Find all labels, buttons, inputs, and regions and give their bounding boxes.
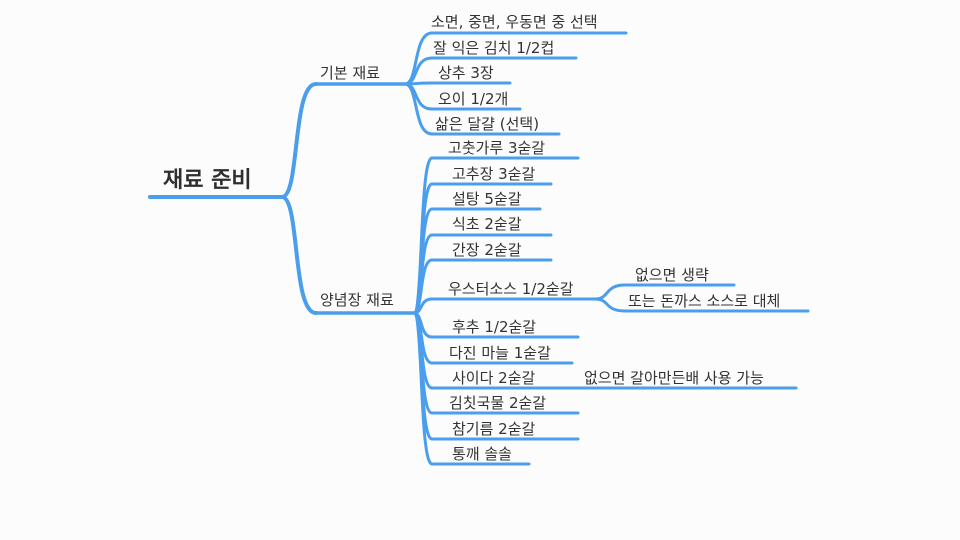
leaf-gochujang: 고추장 3숟갈 bbox=[452, 165, 536, 183]
subleaf-pear-juice: 없으면 갈아만든배 사용 가능 bbox=[584, 369, 764, 387]
leaf-soy-sauce: 간장 2숟갈 bbox=[452, 241, 522, 259]
leaf-cucumber: 오이 1/2개 bbox=[438, 90, 509, 108]
edge-worcester-1 bbox=[593, 297, 627, 313]
leaf-red-pepper-powder: 고춧가루 3숟갈 bbox=[448, 139, 546, 157]
leaf-cider: 사이다 2숟갈 bbox=[452, 369, 536, 387]
edge-basic-4 bbox=[403, 82, 434, 136]
edge-root-sauce bbox=[280, 195, 318, 315]
edge-root-basic bbox=[280, 82, 318, 199]
root-node-label: 재료 준비 bbox=[163, 168, 252, 193]
subleaf-tonkatsu: 또는 돈까스 소스로 대체 bbox=[628, 292, 781, 310]
leaf-noodles: 소면, 중면, 우동면 중 선택 bbox=[431, 13, 598, 31]
leaf-lettuce: 상추 3장 bbox=[438, 64, 494, 82]
leaf-pepper: 후추 1/2숟갈 bbox=[452, 318, 537, 336]
leaf-egg: 삶은 달걀 (선택) bbox=[435, 115, 540, 133]
edge-sauce-11 bbox=[412, 311, 434, 466]
leaf-sesame-oil: 참기름 2숟갈 bbox=[452, 420, 536, 438]
leaf-worcestershire: 우스터소스 1/2숟갈 bbox=[448, 280, 574, 298]
subleaf-omit: 없으면 생략 bbox=[635, 266, 709, 284]
branch-label-basic: 기본 재료 bbox=[320, 64, 380, 82]
leaf-sugar: 설탕 5숟갈 bbox=[452, 190, 522, 208]
leaf-kimchi-juice: 김칫국물 2숟갈 bbox=[449, 394, 547, 412]
leaf-vinegar: 식초 2숟갈 bbox=[452, 215, 522, 233]
branch-label-sauce: 양념장 재료 bbox=[320, 291, 394, 309]
leaf-kimchi: 잘 익은 김치 1/2컵 bbox=[433, 39, 555, 57]
edge-worcester-0 bbox=[593, 283, 627, 301]
leaf-garlic: 다진 마늘 1숟갈 bbox=[449, 344, 551, 362]
connector-lines bbox=[148, 31, 810, 466]
leaf-sesame-seeds: 통깨 솔솔 bbox=[452, 445, 512, 463]
